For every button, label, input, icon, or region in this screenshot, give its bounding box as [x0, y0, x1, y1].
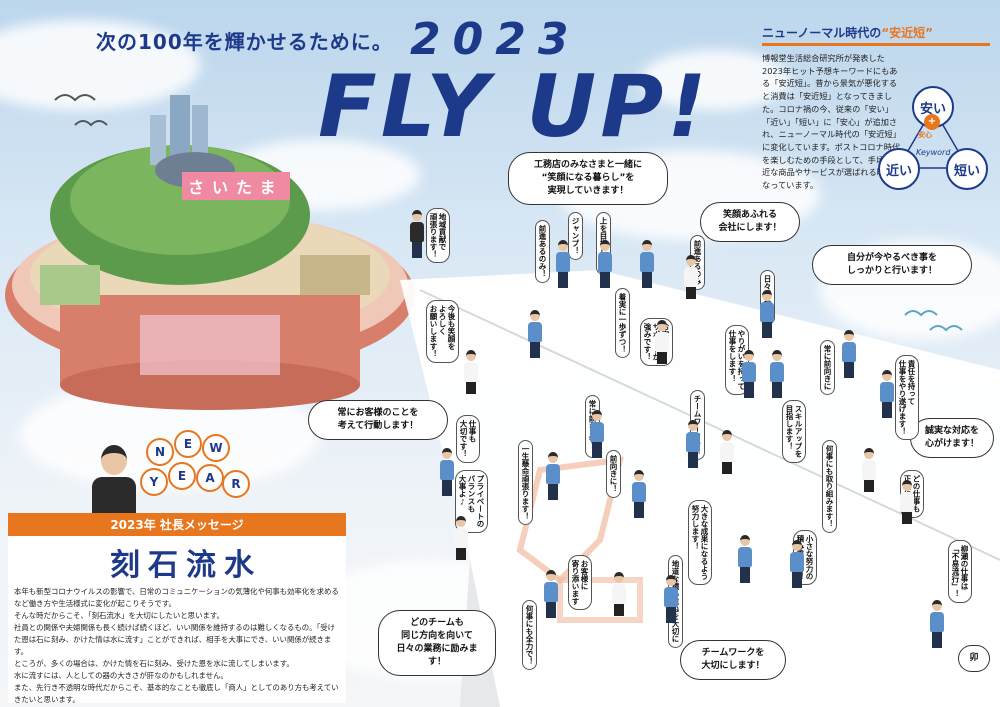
message-header: 2023年 社長メッセージ [8, 513, 346, 536]
vertical-label: 一生懸命頑張ります！ [518, 440, 533, 525]
vertical-label: 常に前向きに [820, 340, 835, 395]
staff-figure [684, 255, 698, 299]
vertical-label: 何事にも取り組みます！ [822, 440, 837, 533]
staff-figure [742, 350, 756, 398]
new-year-balloons: N E W Y E A R [140, 430, 250, 520]
speech-bubble: 誠実な対応を 心がけます！ [910, 418, 994, 459]
balloon: W [202, 434, 230, 462]
vertical-label: 何事にも全力で！ [522, 600, 537, 670]
speech-bubble: 笑顔あふれる 会社にします！ [700, 202, 800, 243]
info-title: ニューノーマル時代の“安近短” [762, 24, 990, 46]
staff-figure [598, 240, 612, 288]
balloon: A [196, 464, 224, 492]
birds-illustration [904, 310, 963, 332]
staff-figure [686, 420, 700, 468]
staff-figure [528, 310, 542, 358]
vertical-label: 前向きに！ [606, 450, 621, 498]
keyword-anshin: 安心 [918, 131, 932, 139]
info-title-keyword: “安近短” [881, 26, 934, 40]
vertical-label: 今後も笑顔を よろしく お願いします！ [426, 300, 459, 363]
keyword-center-label: Keyword [916, 148, 951, 157]
staff-figure [590, 410, 604, 458]
staff-figure [664, 575, 678, 623]
vertical-label: ジャンプ！ [568, 212, 583, 260]
staff-figure [454, 516, 468, 560]
keyword-triangle [896, 106, 970, 169]
balloon: R [222, 470, 250, 498]
birds-illustration [54, 94, 108, 127]
staff-figure [544, 570, 558, 618]
vertical-label: 前進あるのみ！ [535, 220, 550, 283]
page-subtitle: 次の100年を輝かせるために。 [96, 30, 393, 54]
vertical-label: スキルアップを 目指します！ [782, 400, 806, 463]
vertical-label: 仕事も 大切です！ [456, 415, 480, 463]
balloon: Y [140, 468, 168, 496]
president-message: 2023年 社長メッセージ 刻石流水 本年も新型コロナウイルスの影響で、日常のコ… [8, 513, 346, 707]
balloon: E [174, 430, 202, 458]
info-body: 博報堂生活総合研究所が発表した2023年ヒット予想キーワードにもある「安近短」。… [762, 53, 902, 191]
cloud [0, 20, 200, 110]
staff-figure [790, 540, 804, 588]
saitama-sign: さいたま [182, 172, 290, 200]
keyword-chikai: 近い [878, 148, 920, 190]
president-figure [92, 445, 136, 515]
staff-figure [410, 210, 424, 258]
cloud [640, 50, 790, 110]
info-box: ニューノーマル時代の“安近短” 博報堂生活総合研究所が発表した2023年ヒット予… [762, 24, 990, 192]
speech-bubble: 常にお客様のことを 考えて行動します！ [308, 400, 448, 441]
staff-figure [612, 572, 626, 616]
vertical-label: 大きな成果になるよう 努力します！ [688, 500, 712, 585]
message-body: 本年も新型コロナウイルスの影響で、日常のコミュニケーションの気薄化や何事も効率化… [14, 587, 339, 707]
page-year: 2023 [410, 14, 581, 65]
staff-figure [464, 350, 478, 394]
staff-figure [640, 240, 654, 288]
speech-bubble: 卯 [958, 645, 990, 673]
speech-bubble: チームワークを 大切にします！ [680, 640, 786, 681]
vertical-label: 責任を持って 仕事をやり遂げます！ [895, 355, 919, 440]
saitama-sign-text: さいたま [182, 172, 290, 200]
saitama-island-illustration [5, 95, 415, 410]
staff-figure [842, 330, 856, 378]
staff-figure [880, 370, 894, 418]
staff-figure [900, 480, 914, 524]
staff-figure [770, 350, 784, 398]
speech-bubble: 自分が今やるべき事を しっかりと行います！ [812, 245, 972, 286]
vertical-label: プライベートの バランスも 大事よ♪ [455, 470, 488, 533]
vertical-label: お客様に 寄り添います [568, 555, 592, 610]
vertical-label: 着実に一歩ずつ！ [615, 288, 630, 358]
staff-figure [632, 470, 646, 518]
keyword-mijikai: 短い [946, 148, 988, 190]
staff-figure [738, 535, 752, 583]
keyword-diagram: 安い + 安心 Keyword 近い 短い [878, 84, 988, 194]
vertical-label: 柳瀬の仕事は 「不易流行」！ [948, 540, 972, 603]
staff-figure [862, 448, 876, 492]
balloon: N [146, 438, 174, 466]
speech-bubble: どのチームも 同じ方向を向いて 日々の業務に励みます！ [378, 610, 496, 677]
info-title-prefix: ニューノーマル時代の [762, 26, 882, 40]
staff-figure [556, 240, 570, 288]
staff-figure [440, 448, 454, 496]
speech-bubble: 工務店のみなさまと一緒に “笑顔になる暮らし”を 実現していきます！ [508, 152, 668, 206]
balloon: E [168, 462, 196, 490]
keyword-plus: + [924, 114, 940, 130]
staff-figure [720, 430, 734, 474]
staff-figure [546, 452, 560, 500]
page-headline: FLY UP! [318, 57, 711, 157]
staff-figure [930, 600, 944, 648]
message-title: 刻石流水 [110, 548, 262, 583]
staff-figure [760, 290, 774, 338]
staff-figure [655, 320, 669, 364]
vertical-label: 地域貢献で 頑張ります！ [426, 208, 450, 263]
